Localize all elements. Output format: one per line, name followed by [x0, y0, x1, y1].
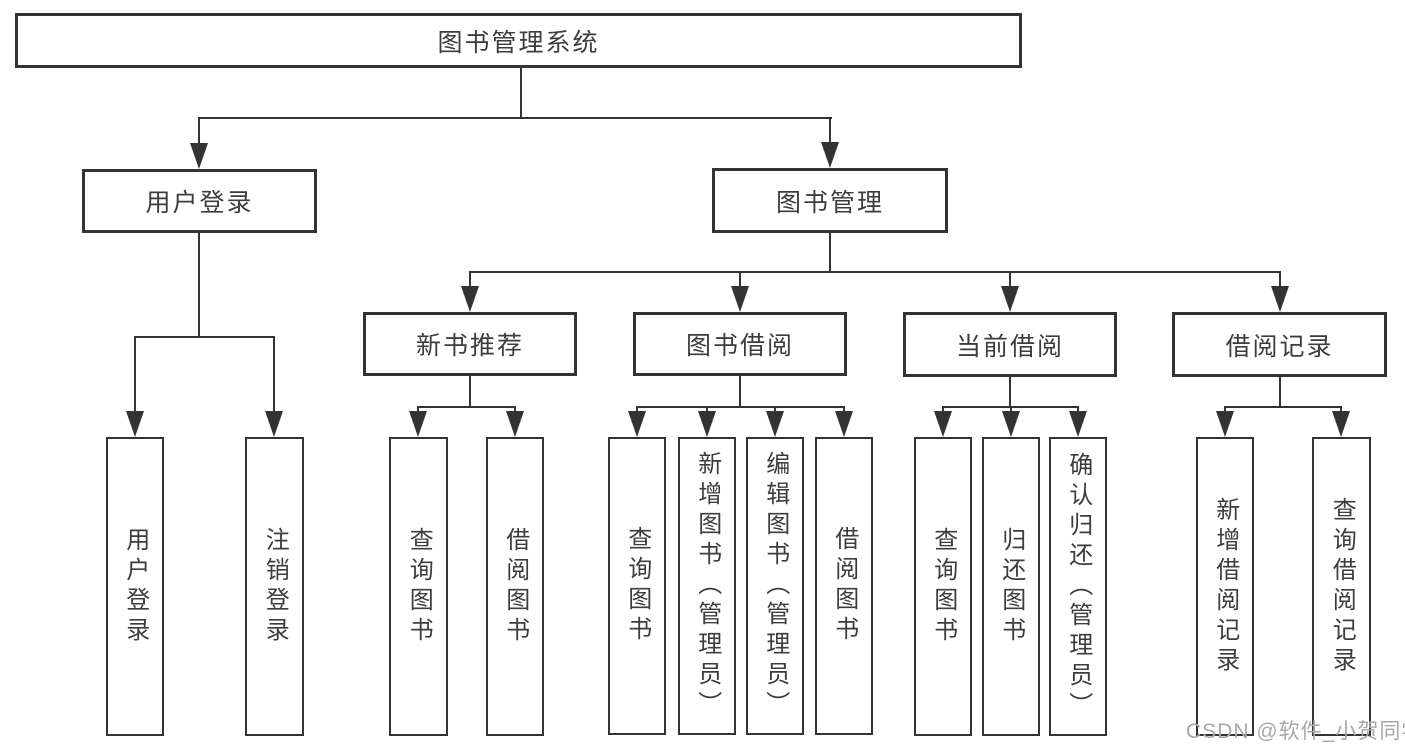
connector-line — [1340, 406, 1342, 414]
connector-line — [134, 336, 275, 338]
connector-line — [1010, 406, 1012, 414]
arrowhead-icon — [835, 411, 853, 437]
leaf-label: 查询图书 — [405, 526, 433, 647]
node-book-borrowing: 图书借阅 — [633, 312, 847, 376]
leaf-label: 查询借阅记录 — [1328, 496, 1356, 677]
arrowhead-icon — [698, 411, 716, 437]
arrowhead-icon — [731, 286, 749, 312]
node-label: 当前借阅 — [955, 332, 1064, 361]
connector-line — [1224, 406, 1342, 408]
leaf-label: 编辑图书（管理员） — [761, 451, 789, 721]
leaf-confirm-return-admin: 确认归还（管理员） — [1049, 437, 1107, 736]
connector-line — [469, 271, 1281, 273]
arrowhead-icon — [1001, 286, 1019, 312]
node-current-borrowing: 当前借阅 — [903, 312, 1117, 377]
node-label: 借阅记录 — [1225, 332, 1334, 361]
arrowhead-icon — [766, 411, 784, 437]
arrowhead-icon — [1216, 411, 1234, 437]
arrowhead-icon — [1332, 411, 1350, 437]
leaf-add-books-admin: 新增图书（管理员） — [678, 437, 736, 735]
connector-line — [198, 117, 200, 147]
node-label: 新书推荐 — [415, 332, 524, 360]
node-borrowing-records: 借阅记录 — [1172, 312, 1387, 377]
connector-line — [1224, 406, 1226, 414]
connector-line — [942, 406, 944, 414]
connector-line — [774, 406, 776, 414]
connector-line — [1279, 377, 1281, 408]
arrowhead-icon — [461, 286, 479, 312]
connector-line — [198, 117, 832, 119]
leaf-return-books: 归还图书 — [982, 437, 1040, 736]
arrowhead-icon — [934, 411, 952, 437]
connector-line — [417, 406, 419, 414]
arrowhead-icon — [1271, 286, 1289, 312]
arrowhead-icon — [821, 142, 839, 168]
leaf-label: 注销登录 — [261, 526, 289, 647]
arrowhead-icon — [265, 411, 283, 437]
leaf-borrow-books: 借阅图书 — [486, 437, 544, 736]
arrowhead-icon — [1002, 411, 1020, 437]
node-library-management-system: 图书管理系统 — [15, 13, 1022, 68]
leaf-label: 借阅图书 — [830, 526, 858, 646]
leaf-query-borrow-record: 查询借阅记录 — [1312, 437, 1371, 736]
connector-line — [514, 406, 516, 414]
connector-line — [1009, 271, 1011, 289]
leaf-query-books: 查询图书 — [914, 437, 972, 736]
connector-line — [198, 233, 200, 338]
leaf-query-books: 查询图书 — [608, 437, 666, 735]
connector-line — [843, 406, 845, 414]
leaf-borrow-books: 借阅图书 — [815, 437, 873, 735]
leaf-label: 用户登录 — [121, 526, 149, 647]
leaf-label: 新增借阅记录 — [1211, 496, 1239, 677]
connector-line — [1077, 406, 1079, 414]
connector-line — [636, 406, 638, 414]
connector-line — [273, 336, 275, 414]
connector-line — [1279, 271, 1281, 289]
connector-line — [469, 271, 471, 289]
node-book-management: 图书管理 — [712, 168, 948, 233]
leaf-label: 借阅图书 — [501, 526, 529, 647]
connector-line — [469, 376, 471, 408]
connector-line — [1009, 377, 1011, 408]
arrowhead-icon — [126, 411, 144, 437]
arrowhead-icon — [506, 411, 524, 437]
arrowhead-icon — [409, 411, 427, 437]
leaf-label: 确认归还（管理员） — [1064, 451, 1092, 722]
connector-line — [829, 117, 831, 147]
leaf-add-borrow-record: 新增借阅记录 — [1196, 437, 1254, 736]
connector-line — [739, 271, 741, 289]
leaf-label: 新增图书（管理员） — [693, 451, 721, 721]
connector-line — [706, 406, 708, 414]
connector-line — [520, 68, 522, 119]
connector-line — [829, 233, 831, 273]
node-user-login-group: 用户登录 — [82, 169, 317, 233]
connector-line — [636, 406, 845, 408]
leaf-logout: 注销登录 — [245, 437, 304, 736]
arrowhead-icon — [190, 143, 208, 169]
leaf-user-login: 用户登录 — [106, 437, 164, 736]
leaf-label: 查询图书 — [623, 526, 651, 646]
leaf-edit-books-admin: 编辑图书（管理员） — [746, 437, 804, 735]
node-new-book-recommendation: 新书推荐 — [363, 312, 577, 376]
csdn-watermark: CSDN @软件_小贺同学 — [1186, 720, 1405, 743]
connector-line — [134, 336, 136, 414]
connector-line — [417, 406, 516, 408]
arrowhead-icon — [1069, 411, 1087, 437]
leaf-query-books: 查询图书 — [389, 437, 448, 736]
node-label: 图书借阅 — [685, 332, 794, 360]
node-label: 图书管理系统 — [437, 28, 600, 57]
leaf-label: 查询图书 — [929, 526, 957, 647]
connector-line — [739, 376, 741, 408]
leaf-label: 归还图书 — [997, 526, 1025, 647]
arrowhead-icon — [628, 411, 646, 437]
node-label: 图书管理 — [775, 188, 884, 217]
node-label: 用户登录 — [145, 189, 254, 217]
